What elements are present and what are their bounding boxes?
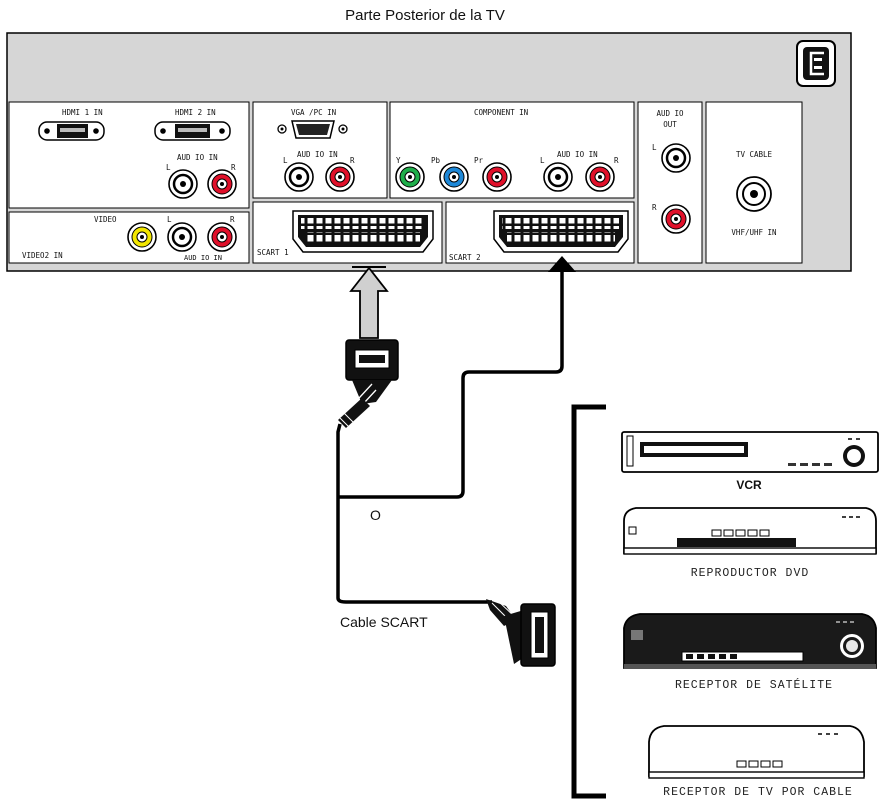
hdmi2-port <box>154 121 231 141</box>
scart1-connector <box>292 210 434 253</box>
vga-audio-in-label: AUD IO IN <box>297 150 338 159</box>
component-audio-l-jack <box>543 162 573 192</box>
satellite-receiver-icon <box>623 613 877 669</box>
component-audio-in-label: AUD IO IN <box>557 150 598 159</box>
component-audio-r-label: R <box>614 156 619 165</box>
video-audio-r-jack <box>207 222 237 252</box>
vcr-device-icon <box>621 431 879 473</box>
vga-audio-r-label: R <box>350 156 355 165</box>
video-r-label: R <box>230 215 235 224</box>
tv-back-title: Parte Posterior de la TV <box>345 7 505 24</box>
scart-cable-label: Cable SCART <box>340 614 428 630</box>
scart1-label: SCART 1 <box>257 248 289 257</box>
video2-in-label: VIDEO2 IN <box>22 251 63 260</box>
vga-port <box>277 120 348 139</box>
vhf-uhf-label: VHF/UHF IN <box>731 228 776 237</box>
component-pb-jack <box>439 162 469 192</box>
vga-label: VGA /PC IN <box>291 108 336 117</box>
scart-plug-top-icon <box>338 339 399 429</box>
hdmi2-label: HDMI 2 IN <box>175 108 216 117</box>
hdmi1-port <box>38 121 105 141</box>
vga-audio-r-jack <box>325 162 355 192</box>
vga-audio-l-label: L <box>283 156 288 165</box>
component-y-jack <box>395 162 425 192</box>
scart2-label: SCART 2 <box>449 253 481 262</box>
video-label: VIDEO <box>94 215 117 224</box>
dvd-label: REPRODUCTOR DVD <box>691 567 810 580</box>
scart-cable-branch <box>338 270 564 499</box>
scart-cable <box>336 423 492 604</box>
scart1-up-arrow-icon <box>349 266 389 339</box>
audio-out-label-2: OUT <box>663 120 677 129</box>
hdmi-audio-r-label: R <box>231 163 236 172</box>
scart2-up-arrow-icon <box>548 256 576 272</box>
audio-out-panel <box>637 101 703 264</box>
scart2-connector <box>493 210 629 253</box>
hdmi-audio-in-label: AUD IO IN <box>177 153 218 162</box>
component-pr-jack <box>482 162 512 192</box>
hdmi-audio-r-jack <box>207 169 237 199</box>
power-socket-icon <box>796 40 836 87</box>
component-label: COMPONENT IN <box>474 108 528 117</box>
hdmi-audio-l-jack <box>168 169 198 199</box>
vga-panel <box>252 101 388 199</box>
cable-receiver-label: RECEPTOR DE TV POR CABLE <box>663 786 853 799</box>
audio-out-l-jack <box>661 143 691 173</box>
or-label: O <box>370 507 381 523</box>
hdmi1-label: HDMI 1 IN <box>62 108 103 117</box>
vga-audio-l-jack <box>284 162 314 192</box>
component-pr-label: Pr <box>474 156 484 165</box>
devices-bracket <box>571 404 606 799</box>
satellite-label: RECEPTOR DE SATÉLITE <box>675 678 833 692</box>
video-audio-l-jack <box>167 222 197 252</box>
audio-out-r-jack <box>661 204 691 234</box>
component-audio-l-label: L <box>540 156 545 165</box>
component-audio-r-jack <box>585 162 615 192</box>
antenna-jack-icon <box>736 176 772 212</box>
component-y-label: Y <box>396 156 401 165</box>
video-audio-in-label: AUD IO IN <box>184 254 222 262</box>
video-composite-jack <box>127 222 157 252</box>
hdmi-audio-l-label: L <box>166 163 171 172</box>
video-l-label: L <box>167 215 172 224</box>
audio-out-label-1: AUD IO <box>656 109 684 118</box>
scart-plug-bottom-icon <box>486 599 556 667</box>
vcr-label: VCR <box>736 478 762 492</box>
audio-out-l-label: L <box>652 143 657 152</box>
audio-out-r-label: R <box>652 203 657 212</box>
cable-receiver-icon <box>648 725 865 779</box>
tv-cable-panel <box>705 101 803 264</box>
dvd-device-icon <box>623 507 877 555</box>
tv-cable-label: TV CABLE <box>736 150 773 159</box>
component-pb-label: Pb <box>431 156 441 165</box>
